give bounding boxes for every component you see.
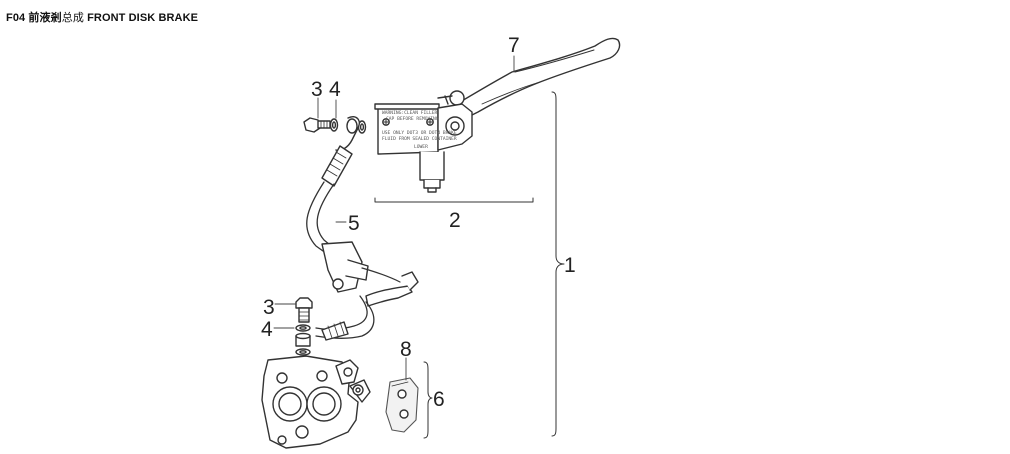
callout-washer-bottom: 4 xyxy=(261,318,273,341)
washer-top xyxy=(329,118,367,134)
reservoir-label-line3: USE ONLY DOT3 OR DOT4 BRAKE xyxy=(382,130,457,136)
title-cn-bold: 前液剎 xyxy=(28,11,62,24)
diagram-title: F04 前液剎总成 FRONT DISK BRAKE xyxy=(6,9,198,25)
bracket-master-cylinder xyxy=(374,197,534,203)
title-cn-regular: 总成 xyxy=(61,11,84,24)
reservoir-label-line5: LOWER xyxy=(414,144,428,150)
callout-assembly: 1 xyxy=(564,254,576,277)
reservoir-label-line1: WARNING:CLEAN FILLER xyxy=(382,110,438,116)
callout-hose: 5 xyxy=(348,212,360,235)
callout-washer-top: 4 xyxy=(329,78,341,101)
callout-caliper: 6 xyxy=(433,388,445,411)
callout-master-cylinder: 2 xyxy=(449,209,461,232)
reservoir-label: WARNING:CLEAN FILLER CAP BEFORE REMOVING… xyxy=(382,110,457,150)
callout-numbers: 7 3 4 5 2 1 3 4 8 6 xyxy=(261,34,576,411)
bracket-assembly xyxy=(551,91,565,437)
title-en: FRONT DISK BRAKE xyxy=(87,12,199,24)
callout-bolt-bottom: 3 xyxy=(263,296,275,319)
brake-pad xyxy=(385,377,419,433)
reservoir-label-line2: CAP BEFORE REMOVING xyxy=(386,116,439,122)
brake-caliper xyxy=(261,355,371,449)
title-code: F04 xyxy=(6,12,26,24)
callout-lever: 7 xyxy=(508,34,520,57)
bracket-caliper xyxy=(423,361,433,439)
leader-lines xyxy=(273,55,515,381)
master-cylinder xyxy=(374,95,473,193)
washer-bottom xyxy=(295,324,311,356)
callout-pad: 8 xyxy=(400,338,412,361)
callout-bolt-top: 3 xyxy=(311,78,323,101)
brake-lever xyxy=(449,37,621,119)
brake-hose xyxy=(306,116,419,341)
banjo-bolt-top xyxy=(303,117,331,133)
reservoir-label-line4: FLUID FROM SEALED CONTAINER xyxy=(382,136,457,142)
banjo-bolt-bottom xyxy=(295,297,313,323)
